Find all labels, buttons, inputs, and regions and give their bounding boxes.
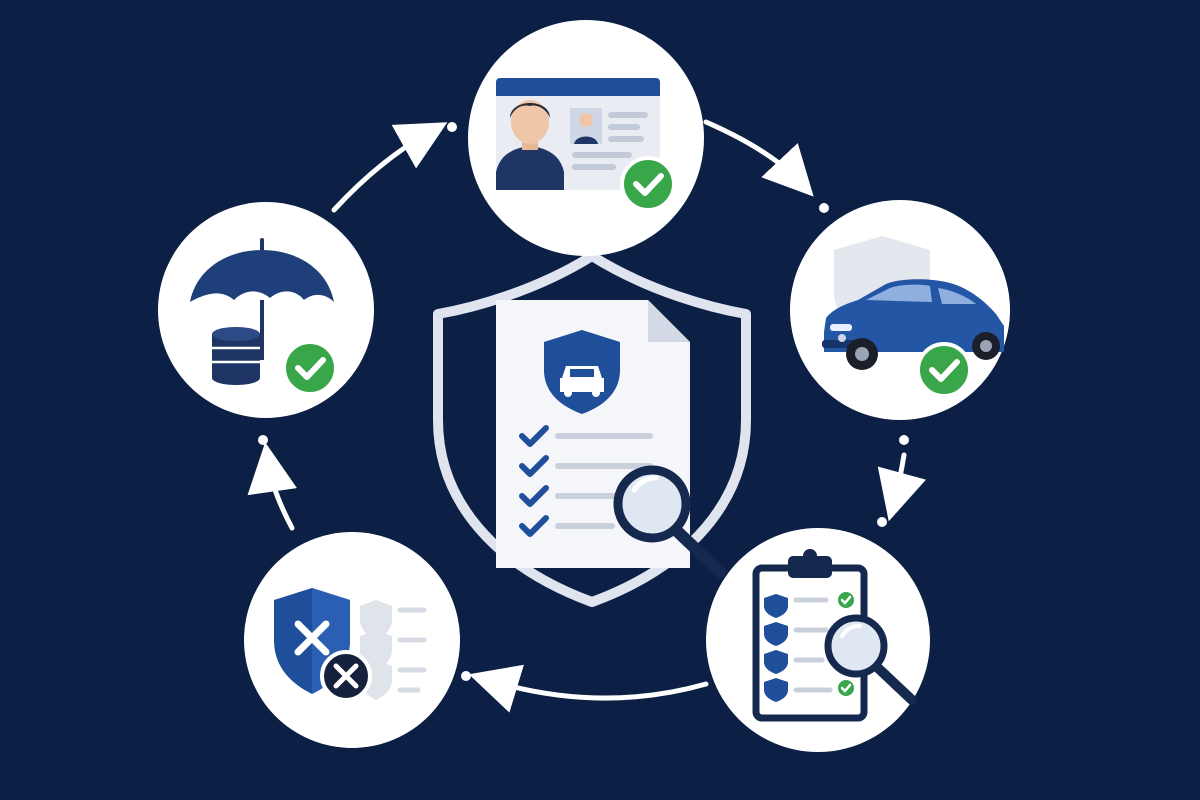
- person-avatar-icon: [496, 100, 564, 190]
- arrow-vehicle-to-checklist: [877, 435, 927, 527]
- step-vehicle: [790, 200, 1010, 420]
- arrow-coverage-to-identity: [331, 122, 457, 213]
- rejected-x-icon: [320, 650, 372, 702]
- arrow-checklist-to-rejection: [461, 664, 709, 713]
- flow-arrows: [247, 119, 927, 713]
- step-identity: [468, 20, 704, 256]
- step-checklist: [706, 528, 930, 752]
- verified-check-icon: [282, 340, 338, 396]
- step-coverage: [158, 202, 374, 418]
- policy-checklist: [519, 425, 653, 537]
- umbrella-coins-icon: [190, 238, 334, 385]
- central-policy: [433, 251, 751, 607]
- verified-check-icon: [916, 342, 972, 398]
- verified-check-icon: [620, 156, 676, 212]
- coin-stack-icon: [212, 327, 260, 385]
- step-rejection: [244, 532, 460, 748]
- magnifier-icon: [824, 614, 917, 705]
- arrow-rejection-to-coverage: [247, 435, 297, 531]
- arrow-identity-to-vehicle: [703, 119, 829, 213]
- magnifier-icon: [613, 465, 726, 578]
- car-icon: [822, 279, 1004, 370]
- shield-outline-icon: [433, 251, 751, 607]
- clipboard-rows: [764, 594, 833, 702]
- id-card-icon: [496, 78, 660, 190]
